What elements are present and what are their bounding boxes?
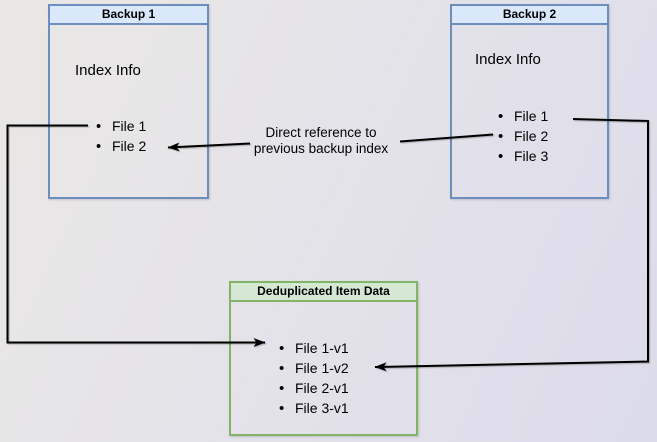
- backup2-file-list: File 1 File 2 File 3: [498, 106, 548, 166]
- backup1-index-info-label: Index Info: [75, 62, 141, 79]
- file-item: File 1-v2: [279, 358, 349, 378]
- file-item: File 1-v1: [279, 338, 349, 358]
- file-item: File 1: [498, 106, 548, 126]
- file-item: File 1: [96, 116, 146, 136]
- file-item: File 2: [96, 136, 146, 156]
- backup2-index-info-label: Index Info: [475, 51, 541, 68]
- backup2-title: Backup 2: [452, 6, 607, 25]
- file-item: File 2-v1: [279, 378, 349, 398]
- dedup-file-list: File 1-v1 File 1-v2 File 2-v1 File 3-v1: [279, 338, 349, 418]
- backup1-node: Backup 1 Index Info File 1 File 2: [48, 4, 209, 199]
- file-item: File 2: [498, 126, 548, 146]
- dedup-title: Deduplicated Item Data: [231, 283, 416, 302]
- backup1-title: Backup 1: [50, 6, 207, 25]
- backup1-file-list: File 1 File 2: [96, 116, 146, 156]
- file-item: File 3-v1: [279, 398, 349, 418]
- backup2-node: Backup 2 Index Info File 1 File 2 File 3: [450, 4, 609, 199]
- dedup-node: Deduplicated Item Data File 1-v1 File 1-…: [229, 281, 418, 436]
- file-item: File 3: [498, 146, 548, 166]
- direct-reference-label-line2: previous backup index: [253, 141, 389, 156]
- direct-reference-label-line1: Direct reference to: [265, 125, 377, 140]
- direct-reference-label: Direct reference to previous backup inde…: [230, 125, 412, 157]
